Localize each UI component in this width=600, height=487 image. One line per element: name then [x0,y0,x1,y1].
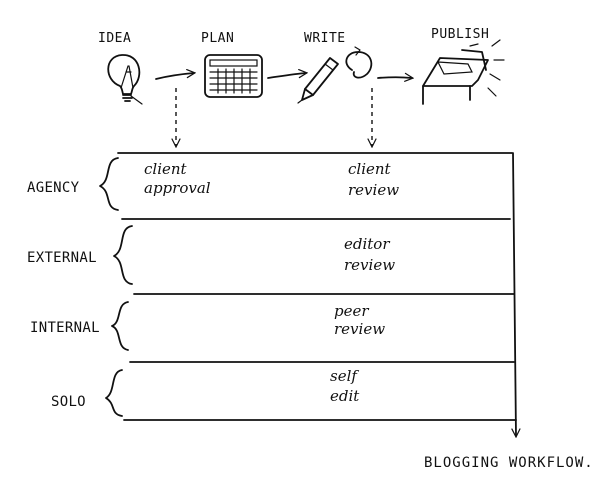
brace-solo [105,369,123,417]
revision-loop-arrowhead [354,46,361,56]
lane-label-solo: SOLO [51,394,86,410]
note-self-edit-line2: edit [330,387,360,405]
lane-label-internal: INTERNAL [30,320,100,336]
diagram-title: BLOGGING WORKFLOW. [424,455,594,471]
timeline-arrow [513,152,516,436]
revision-loop-icon [345,51,373,79]
note-editor-review-line2: review [344,256,395,274]
lightbulb-icon [107,54,143,105]
stage-label-write: WRITE [304,31,346,46]
stage-label-idea: IDEA [98,31,131,46]
note-client-approval-line2: approval [144,179,211,197]
brace-external [113,225,133,285]
note-editor-review-line1: editor [344,235,390,253]
pencil-icon [297,57,339,104]
note-client-review-line1: client [348,160,392,178]
lane-label-agency: AGENCY [27,180,80,196]
note-client-review-line2: review [348,181,399,199]
note-client-approval-line1: client [144,160,188,178]
stage-label-publish: PUBLISH [431,27,489,42]
note-peer-review-line2: review [334,320,385,338]
note-peer-review-line1: peer [334,302,369,320]
brace-internal [111,301,129,351]
lane-label-external: EXTERNAL [27,250,97,266]
flow-arrow-write-publish [377,77,412,78]
flow-arrow-idea-plan [155,73,194,80]
flow-arrow-plan-write [267,73,306,79]
note-self-edit-line1: self [330,367,359,385]
printing-press-icon [422,39,505,105]
stage-label-plan: PLAN [201,31,234,46]
brace-agency [99,157,119,211]
calendar-icon [204,54,263,98]
